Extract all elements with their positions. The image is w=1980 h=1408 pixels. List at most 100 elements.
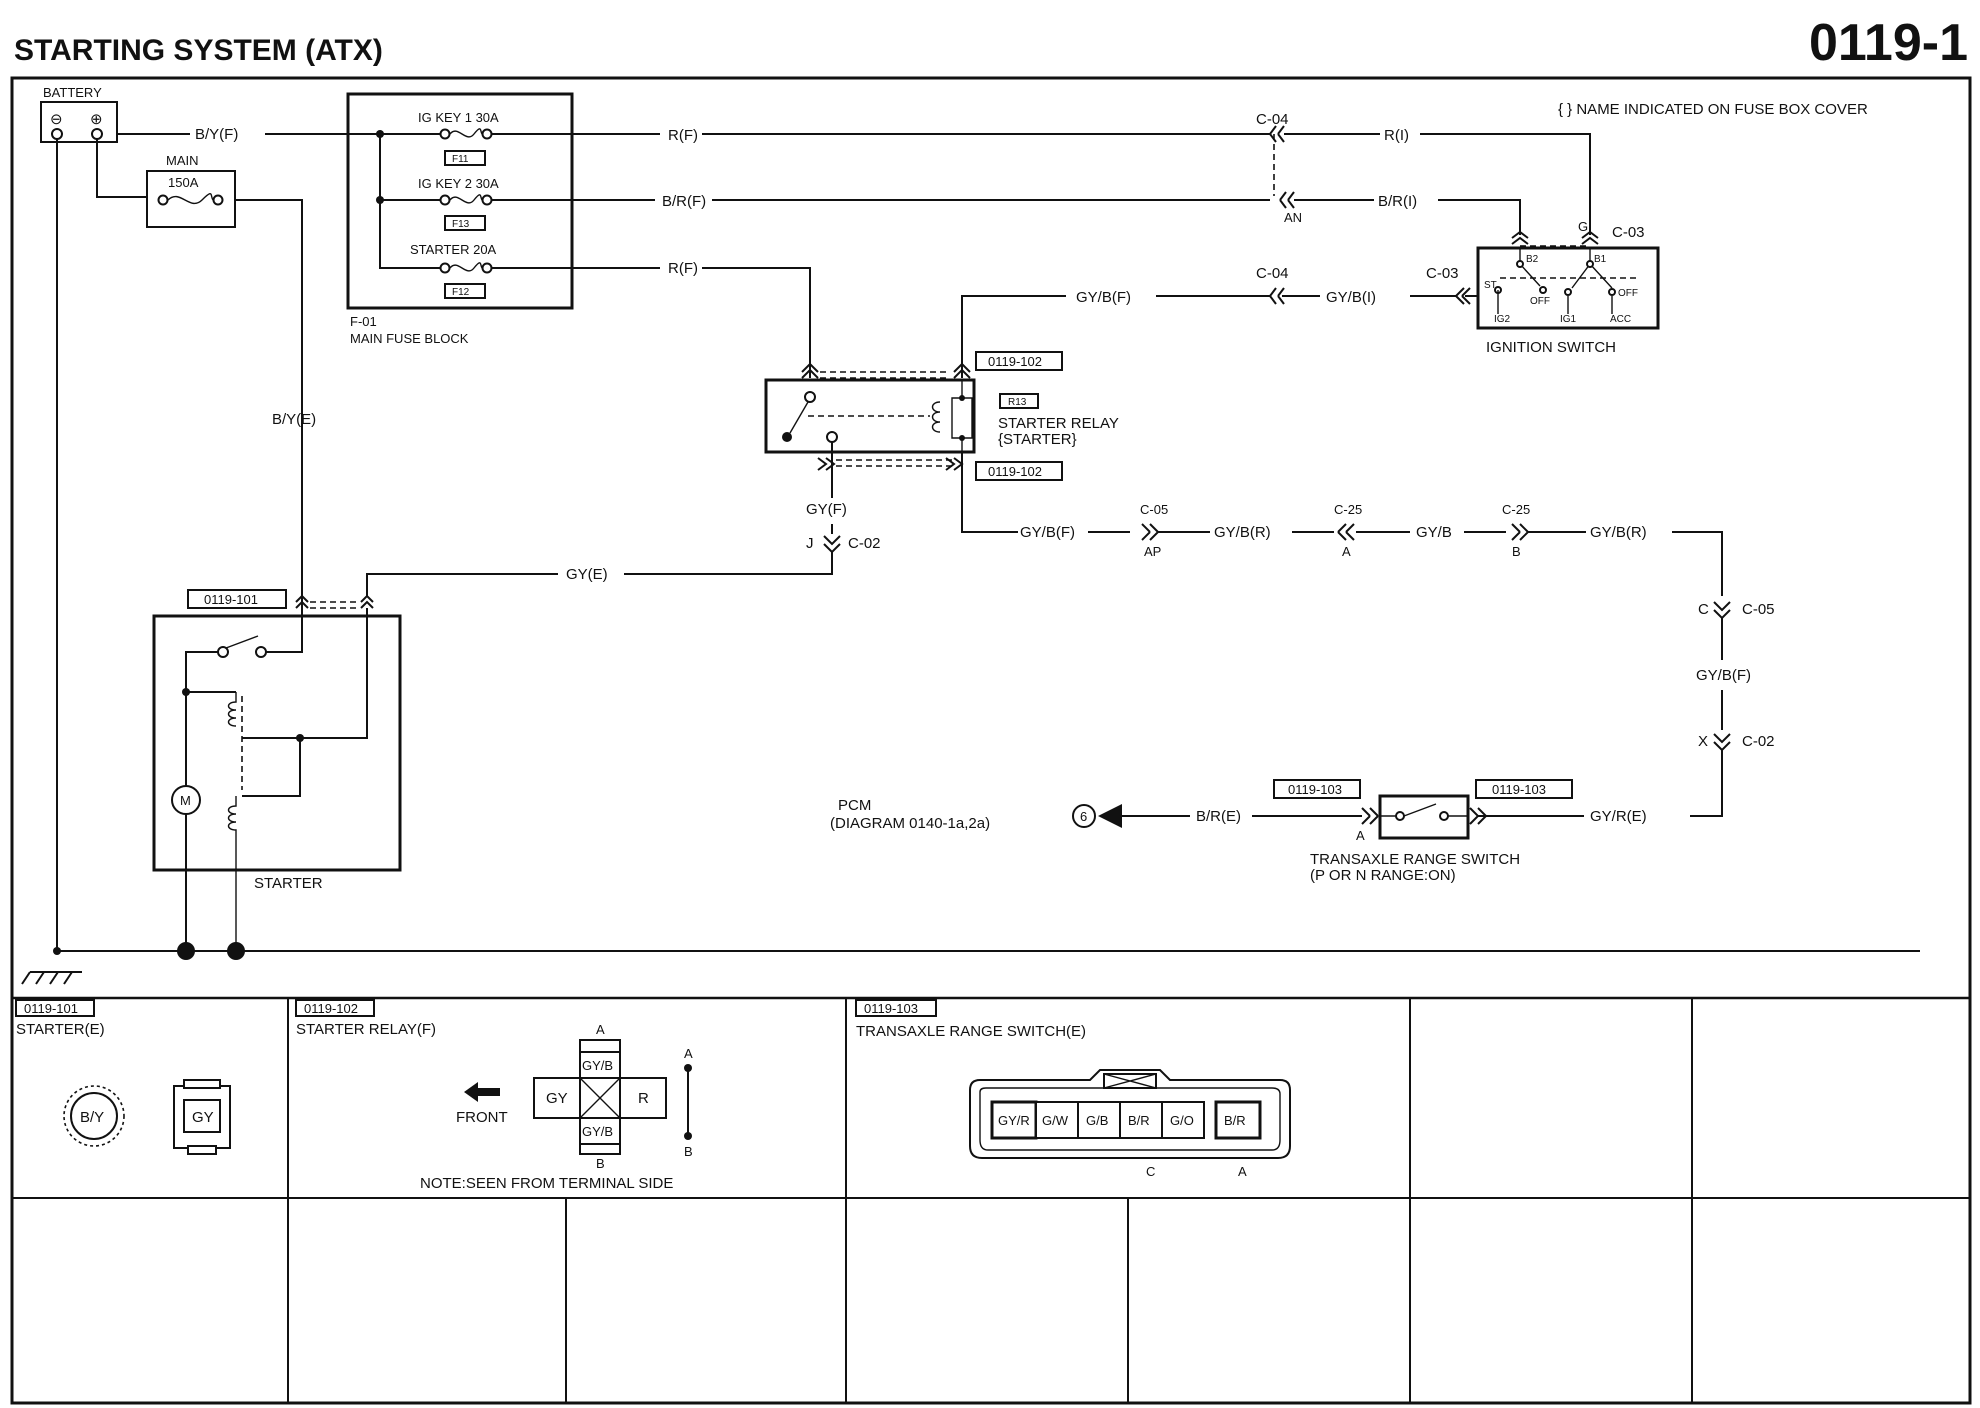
wire-br-f: B/R(F) [662, 193, 706, 210]
ignition-switch: C-03 G B2 B1 ST OFF OFF IG2 IG1 ACC IGNI… [1476, 219, 1660, 356]
ign-term-off-2: OFF [1618, 288, 1638, 299]
pcm-name: PCM [838, 797, 871, 814]
relay-conn-pin-top: GY/B [582, 1058, 613, 1073]
relay-conn-a-top: A [596, 1022, 605, 1037]
wire-r-f-1: R(F) [668, 127, 698, 144]
ign-term-acc: ACC [1610, 314, 1631, 325]
diagram-frame [10, 76, 1972, 1405]
wire-gyb-f-mid: GY/B(F) [1020, 524, 1075, 541]
wire-gyb-f-top: GY/B(F) [1076, 289, 1131, 306]
trs-conn-name: TRANSAXLE RANGE SWITCH(E) [856, 1023, 1086, 1040]
connector-g: G [1578, 219, 1588, 234]
trs-conn-pin-4: B/R [1128, 1113, 1150, 1128]
connector-c03-right: C-03 [1612, 224, 1645, 241]
wire-gy-f: GY(F) [806, 501, 847, 518]
trs-conn-c: C [1146, 1164, 1155, 1179]
starter-motor-label: M [180, 793, 191, 808]
connector-c04-mid: C-04 [1256, 265, 1289, 282]
connector-x-pin: X [1698, 733, 1708, 750]
trs-ref-right: 0119-103 [1492, 782, 1546, 797]
trs-connector: 0119-103 TRANSAXLE RANGE SWITCH(E) GY/R … [855, 999, 1291, 1179]
fuse-f11-code: F11 [452, 154, 469, 165]
battery-neg-icon: ⊖ [50, 111, 63, 128]
page-number: 0119-1 [1809, 14, 1968, 72]
connector-c03-left: C-03 [1426, 265, 1459, 282]
fuse-f13-code: F13 [452, 219, 470, 230]
relay-conn-note: NOTE:SEEN FROM TERMINAL SIDE [420, 1175, 673, 1192]
starter-relay-connector: 0119-102 STARTER RELAY(F) FRONT A GY/B G… [295, 999, 693, 1192]
relay-conn-pin-right: R [638, 1090, 649, 1107]
fuse-f13-name: IG KEY 2 30A [418, 176, 499, 191]
fuse-f12-code: F12 [452, 287, 470, 298]
connector-c04-top: C-04 [1256, 111, 1289, 128]
starter-conn-name: STARTER(E) [16, 1021, 105, 1038]
connector-an: AN [1284, 210, 1302, 225]
ign-term-b2: B2 [1526, 254, 1539, 265]
starter-connector: 0119-101 STARTER(E) B/Y GY [15, 999, 231, 1155]
starter-name: STARTER [254, 875, 323, 892]
main-fuse-feed [96, 139, 160, 198]
wire-br-e: B/R(E) [1196, 808, 1241, 825]
wire-gyb-i: GY/B(I) [1326, 289, 1376, 306]
relay-conn-name: STARTER RELAY(F) [296, 1021, 436, 1038]
ign-term-ig1: IG1 [1560, 314, 1577, 325]
fuse-cover-note: { } NAME INDICATED ON FUSE BOX COVER [1558, 101, 1868, 118]
wire-gyb-f-right: GY/B(F) [1696, 667, 1751, 684]
trs-conn-ref: 0119-103 [864, 1001, 918, 1016]
relay-ref-top: 0119-102 [988, 354, 1042, 369]
trs-conn-pin-6: B/R [1224, 1113, 1246, 1128]
fuse-f12-name: STARTER 20A [410, 242, 497, 257]
wire-gyb-r-2: GY/B(R) [1590, 524, 1647, 541]
starter-conn-ref: 0119-101 [24, 1001, 78, 1016]
starter-ref: 0119-101 [204, 592, 258, 607]
wire-gyb-r-1: GY/B(R) [1214, 524, 1271, 541]
relay-ref-bottom: 0119-102 [988, 464, 1042, 479]
connector-b1: B [1512, 544, 1521, 559]
main-fuse-block: IG KEY 1 30A F11 IG KEY 2 30A F13 STARTE… [346, 92, 574, 346]
transaxle-range-switch: 0119-103 0119-103 A TRANSAXLE RANGE SWIT… [1273, 779, 1573, 884]
starter-relay-alt: {STARTER} [998, 431, 1077, 448]
relay-code: R13 [1008, 397, 1027, 408]
wire-by-f: B/Y(F) [195, 126, 238, 143]
relay-conn-pin-bottom: GY/B [582, 1124, 613, 1139]
ignition-switch-name: IGNITION SWITCH [1486, 339, 1616, 356]
main-fuse-rating: 150A [168, 175, 199, 190]
trs-name: TRANSAXLE RANGE SWITCH [1310, 851, 1520, 868]
relay-conn-front: FRONT [456, 1109, 508, 1126]
wire-gyb: GY/B [1416, 524, 1452, 541]
connector-ap: AP [1144, 544, 1161, 559]
fuse-block-id: F-01 [350, 314, 377, 329]
trs-ref-left: 0119-103 [1288, 782, 1342, 797]
relay-conn-side-a: A [684, 1046, 693, 1061]
connector-c25-b: C-25 [1502, 502, 1530, 517]
connector-a1: A [1342, 544, 1351, 559]
relay-conn-ref: 0119-102 [304, 1001, 358, 1016]
connector-c25-a: C-25 [1334, 502, 1362, 517]
wire-r-f-2: R(F) [668, 260, 698, 277]
ground-icon [21, 971, 82, 985]
connector-c02-right: C-02 [1742, 733, 1775, 750]
connector-c-pin: C [1698, 601, 1709, 618]
trs-conn-a: A [1238, 1164, 1247, 1179]
fuse-block-name: MAIN FUSE BLOCK [350, 331, 469, 346]
ign-term-st: ST [1484, 280, 1497, 291]
battery-pos-icon: ⊕ [90, 111, 103, 128]
pcm-ref-num: 6 [1080, 809, 1087, 824]
main-fuse: MAIN 150A [146, 153, 236, 228]
starter-conn-pin-by: B/Y [80, 1109, 104, 1126]
main-fuse-name: MAIN [166, 153, 199, 168]
relay-conn-b-bottom: B [596, 1156, 605, 1171]
pcm-arrow-icon [1098, 804, 1122, 828]
trs-conn-pin-5: G/O [1170, 1113, 1194, 1128]
trs-conn-pin-2: G/W [1042, 1113, 1069, 1128]
ign-term-b1: B1 [1594, 254, 1607, 265]
battery: BATTERY ⊖ ⊕ [40, 85, 118, 143]
connector-c05-left: C-05 [1140, 502, 1168, 517]
battery-label: BATTERY [43, 85, 102, 100]
wire-r-i: R(I) [1384, 127, 1409, 144]
relay-conn-pin-left: GY [546, 1090, 568, 1107]
wire-by-e: B/Y(E) [272, 411, 316, 428]
connector-c05-right: C-05 [1742, 601, 1775, 618]
wire-gyr-e: GY/R(E) [1590, 808, 1647, 825]
